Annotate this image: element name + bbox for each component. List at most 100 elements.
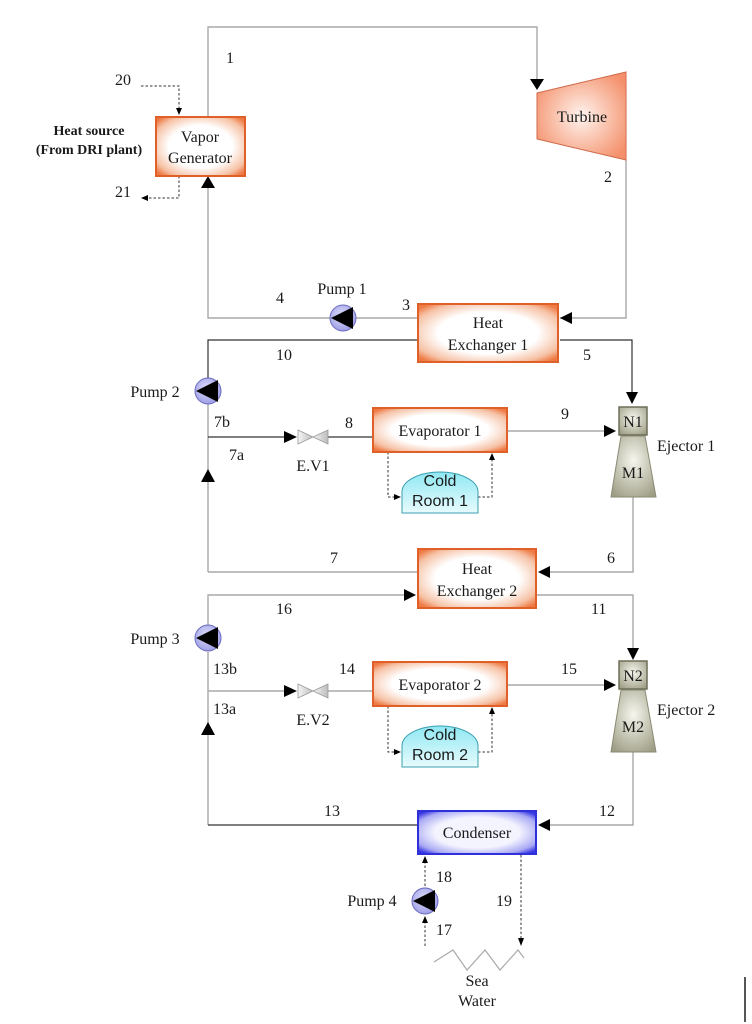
arrow-icon [489,453,495,460]
state-label: 18 [436,869,452,886]
expansion-valve-1-label: E.V1 [296,458,329,475]
pump-1: Pump 1 [317,281,367,332]
arrow-icon [422,856,428,863]
state-label: 14 [339,661,355,678]
ejector-1-nozzle-label: N1 [623,414,643,431]
state-label: 9 [561,406,569,423]
sea-water-wave-icon [433,949,525,971]
pipe-state-5 [560,339,633,398]
heat-source-in-20 [141,85,180,114]
ejector-1: N1 M1 Ejector 1 [610,406,715,498]
pipe-state-6 [550,497,634,573]
evaporator-2-label: Evaporator 2 [398,677,481,694]
cold-room-1: Cold Room 1 [401,471,479,514]
ejector-2-mixer-label: M2 [622,719,644,736]
arrow-icon [489,707,495,714]
state-label: 8 [345,415,353,432]
vapor-generator-label-line2: Generator [168,150,233,167]
turbine: Turbine [536,71,627,161]
state-label: 20 [115,72,131,89]
ejector-2-label: Ejector 2 [657,702,715,719]
pump-4-label: Pump 4 [347,893,396,910]
state-label: 5 [583,347,591,364]
turbine-label: Turbine [557,109,607,126]
ejector-2-nozzle-label: N2 [623,668,643,685]
arrow-icon [201,722,215,735]
arrow-icon [201,176,215,188]
heat-source-label: Heat source [54,124,125,139]
state-label: 6 [607,550,615,567]
arrow-icon [394,494,401,500]
heat-exchanger-1-label-line1: Heat [473,315,504,332]
pipe-state-16 [207,594,404,625]
pump-1-label: Pump 1 [317,281,366,298]
pump-3-label: Pump 3 [130,631,179,648]
heat-exchanger-1: Heat Exchanger 1 [417,303,559,363]
state-label: 1 [226,50,234,67]
state-label: 10 [276,347,292,364]
expansion-valve-1: E.V1 [296,429,330,475]
cold-room-1-loop-out [478,455,493,498]
heat-source-sublabel: (From DRI plant) [36,143,143,158]
state-label: 19 [496,893,512,910]
ejector-1-mixer-label: M1 [622,465,644,482]
heat-exchanger-1-label-line2: Exchanger 1 [448,337,528,354]
pipe-state-11 [536,594,634,648]
heat-exchanger-2: Heat Exchanger 2 [417,548,537,609]
pump-1-icon [331,307,353,329]
state-label: 13 [324,803,340,820]
arrow-icon [560,312,572,324]
arrow-icon [284,431,297,443]
vapor-generator: Vapor Generator [155,116,246,177]
cold-room-2-loop-in [387,706,400,753]
cold-room-1-loop-in [387,452,400,498]
ejector-1-label: Ejector 1 [657,438,715,455]
expansion-valve-2-label: E.V2 [296,712,329,729]
evaporator-1-label: Evaporator 1 [398,423,481,440]
pipe-state-10 [207,339,430,378]
arrow-icon [394,749,401,755]
state-label: 3 [402,297,410,314]
sea-water-label-line1: Sea [465,973,488,990]
pump-2-icon [196,380,218,402]
evaporator-1: Evaporator 1 [372,407,508,453]
state-label: 15 [561,661,577,678]
pump-4: Pump 4 [347,887,439,915]
pipe-state-12 [550,752,634,826]
state-label: 2 [604,169,612,186]
arrow-icon [176,108,182,115]
arrow-icon [604,425,616,437]
state-label: 7b [214,414,230,431]
heat-exchanger-2-label-line2: Exchanger 2 [437,583,517,600]
sea-water-label-line2: Water [458,993,496,1010]
state-label: 21 [115,184,131,201]
pump-3-icon [196,627,218,649]
expansion-valve-2: E.V2 [296,683,330,729]
cold-room-1-label-line2: Room 1 [412,493,468,510]
cold-room-2-label-line2: Room 2 [412,747,468,764]
arrow-icon [141,195,148,201]
heat-source-out-21 [146,176,180,199]
state-label: 12 [599,803,615,820]
state-label: 16 [276,601,292,618]
vapor-generator-label-line1: Vapor [181,129,220,146]
pump-2-label: Pump 2 [130,384,179,401]
evaporator-2: Evaporator 2 [372,661,508,707]
state-label: 17 [436,922,452,939]
pump-3: Pump 3 [130,624,222,652]
pipe-state-4 [207,188,330,319]
cold-room-1-label-line1: Cold [424,473,457,490]
arrow-icon [627,648,639,660]
state-label: 13a [213,701,236,718]
cold-room-2-label-line1: Cold [424,727,457,744]
arrow-icon [284,685,297,697]
ejector-2: N2 M2 Ejector 2 [610,660,715,753]
state-label: 13b [213,661,237,678]
state-label: 11 [591,601,606,618]
arrow-icon [422,916,428,923]
arrow-icon [404,589,416,601]
condenser-label: Condenser [443,825,512,842]
heat-exchanger-2-label-line1: Heat [462,561,493,578]
cold-room-2: Cold Room 2 [401,725,479,768]
